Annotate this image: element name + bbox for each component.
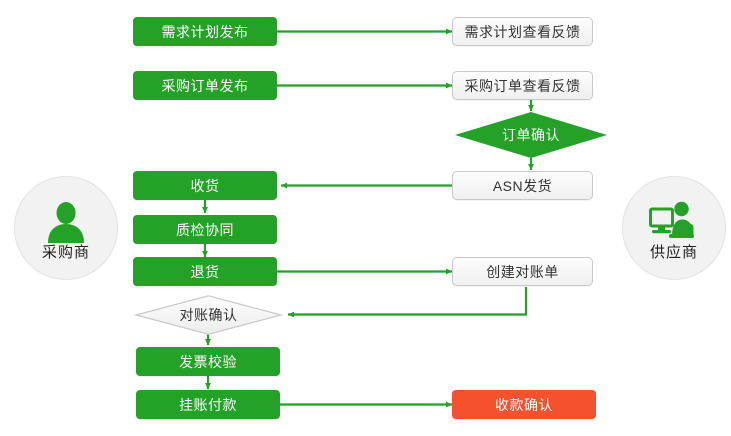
node-label: 挂账付款 <box>179 396 237 413</box>
node-label: 发票校验 <box>179 353 237 370</box>
person-icon <box>40 197 92 243</box>
node-label: 需求计划查看反馈 <box>464 23 581 40</box>
node-goods-receipt[interactable]: 收货 <box>133 171 277 200</box>
node-label: 采购订单查看反馈 <box>464 77 581 94</box>
node-label: 订单确认 <box>502 127 560 143</box>
node-receipt-confirm[interactable]: 收款确认 <box>452 390 596 419</box>
edge-create-statement-to-statement-confirm <box>287 287 528 318</box>
actor-supplier[interactable]: 供应商 <box>622 176 726 280</box>
node-demand-plan-publish[interactable]: 需求计划发布 <box>133 17 277 46</box>
node-label: 采购订单发布 <box>161 77 249 94</box>
person-at-computer-icon <box>648 197 700 243</box>
node-create-statement[interactable]: 创建对账单 <box>452 257 593 286</box>
node-po-publish[interactable]: 采购订单发布 <box>133 71 277 100</box>
node-label: 需求计划发布 <box>161 23 249 40</box>
node-accrual-payment[interactable]: 挂账付款 <box>136 390 280 419</box>
node-label: 收货 <box>190 177 220 194</box>
actor-supplier-label: 供应商 <box>649 243 698 261</box>
node-asn-shipment[interactable]: ASN发货 <box>452 171 593 200</box>
node-statement-confirm[interactable]: 对账确认 <box>133 295 284 335</box>
node-po-feedback[interactable]: 采购订单查看反馈 <box>452 71 593 100</box>
node-demand-plan-feedback[interactable]: 需求计划查看反馈 <box>452 17 593 46</box>
node-label: 质检协同 <box>176 221 234 238</box>
node-qc-collaboration[interactable]: 质检协同 <box>133 215 277 244</box>
node-order-confirm[interactable]: 订单确认 <box>455 112 607 158</box>
actor-buyer[interactable]: 采购商 <box>14 176 118 280</box>
node-invoice-verify[interactable]: 发票校验 <box>136 347 280 376</box>
node-label: 创建对账单 <box>486 263 559 280</box>
node-label: ASN发货 <box>492 177 553 194</box>
node-goods-return[interactable]: 退货 <box>133 257 277 286</box>
node-label: 收款确认 <box>495 396 553 413</box>
node-label: 对账确认 <box>179 307 238 323</box>
actor-buyer-label: 采购商 <box>41 243 90 261</box>
node-label: 退货 <box>190 263 220 280</box>
